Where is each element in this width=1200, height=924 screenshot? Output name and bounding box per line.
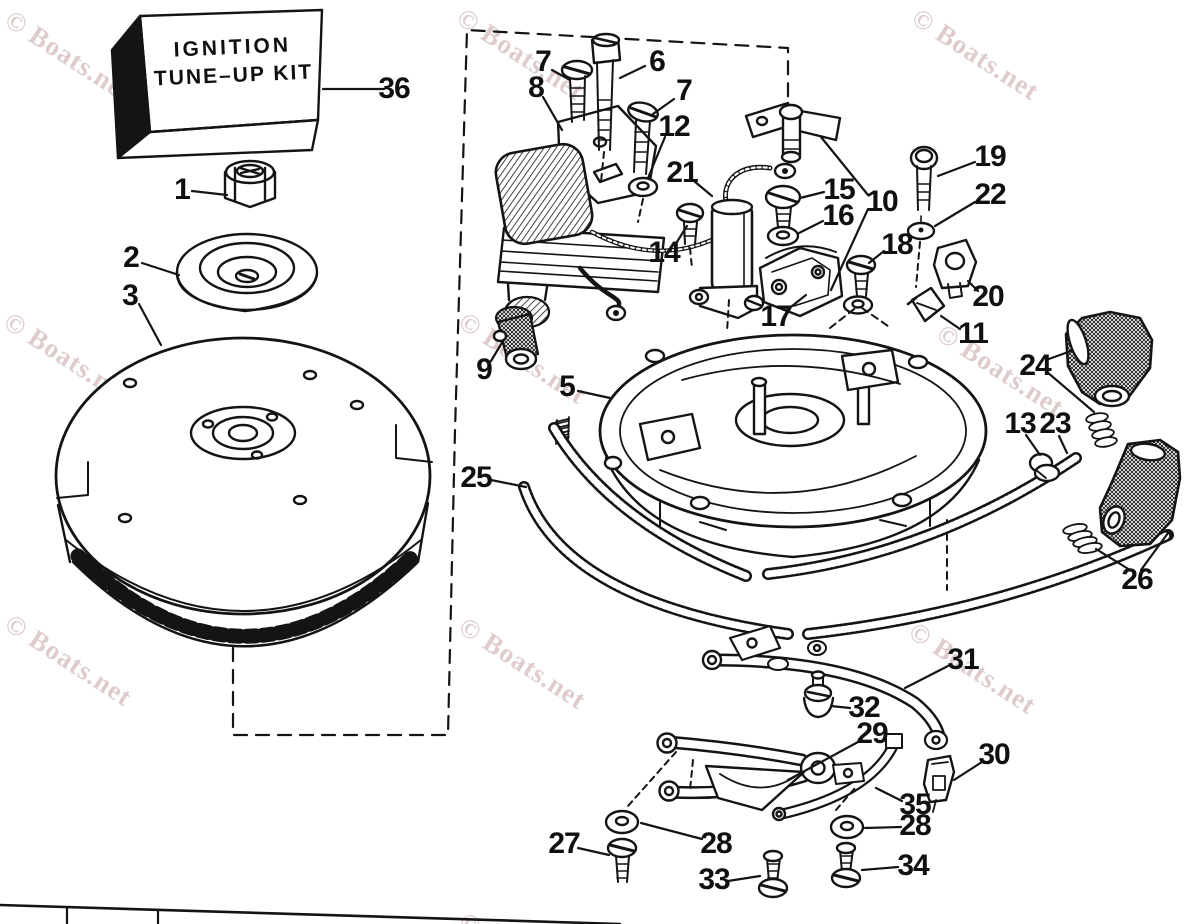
stator-plate-part5 xyxy=(555,333,988,559)
terminal-bracket-part10 xyxy=(744,101,842,164)
part-label-18: 18 xyxy=(881,228,913,261)
screw-part34 xyxy=(830,841,862,889)
wear-strip-part35 xyxy=(771,733,903,822)
part-label-7: 7 xyxy=(535,45,552,78)
part-label-3: 3 xyxy=(122,279,139,312)
part-label-19: 19 xyxy=(974,140,1006,173)
part-label-26: 26 xyxy=(1121,563,1153,596)
part-label-24: 24 xyxy=(1019,349,1051,382)
part-label-14: 14 xyxy=(648,236,680,269)
elbow-grommet-part26 xyxy=(1098,438,1182,548)
retaining-ring-part25 xyxy=(518,481,1174,640)
spring-part24 xyxy=(1085,412,1118,448)
breaker-points-part17 xyxy=(743,245,844,318)
ignition-kit-box-text: IGNITION TUNE–UP KIT xyxy=(142,32,324,92)
washer-part12 xyxy=(627,176,659,198)
screw-part14 xyxy=(675,202,705,245)
part-label-31: 31 xyxy=(947,643,979,676)
part-label-16: 16 xyxy=(822,199,854,232)
spring-part26 xyxy=(1062,523,1103,554)
bottom-border-line xyxy=(0,903,622,924)
dash-under-condenser xyxy=(726,299,730,333)
part-label-1: 1 xyxy=(174,173,191,206)
washer-part22 xyxy=(906,215,936,241)
screw-part18 xyxy=(845,254,877,297)
retainer-arm-part31 xyxy=(701,624,949,751)
part-label-30: 30 xyxy=(978,738,1010,771)
ignition-kit-box xyxy=(110,8,324,160)
bolt-part19 xyxy=(909,145,939,211)
part-label-8: 8 xyxy=(528,71,545,104)
screw-part7-left xyxy=(560,59,594,123)
part-label-13: 13 xyxy=(1004,407,1036,440)
dash-under-bolt6 xyxy=(600,151,644,223)
screw-part7-right xyxy=(627,101,659,175)
retaining-ring-part23 xyxy=(548,422,1082,582)
dash-near-part11 xyxy=(829,305,889,329)
part-label-10: 10 xyxy=(866,185,898,218)
cam-follower-part29 xyxy=(656,732,837,812)
part-label-2: 2 xyxy=(123,241,140,274)
bolt-part6 xyxy=(590,32,622,151)
part-label-29: 29 xyxy=(856,717,888,750)
screw-part33 xyxy=(757,849,789,899)
part-label-12: 12 xyxy=(658,110,690,143)
flywheel xyxy=(54,336,433,648)
dashed-kit-outline xyxy=(231,28,790,737)
screw-part27 xyxy=(606,837,638,883)
shoulder-screw-part32 xyxy=(802,670,835,719)
part-label-28: 28 xyxy=(899,809,931,842)
washer-part2 xyxy=(175,232,319,313)
part-label-21: 21 xyxy=(666,156,698,189)
hex-nut-part1 xyxy=(223,159,277,209)
washer-part16 xyxy=(766,225,800,247)
part-label-17: 17 xyxy=(760,300,792,333)
callout-leader-lines xyxy=(137,64,1170,883)
part-label-34: 34 xyxy=(897,849,929,882)
clip-part30 xyxy=(922,754,956,813)
part-label-23: 23 xyxy=(1039,407,1071,440)
sleeve-part13 xyxy=(1028,452,1061,483)
coil-assembly-part8 xyxy=(494,104,736,445)
dash-linkage-right xyxy=(835,787,856,811)
dash-linkage-left xyxy=(627,751,694,807)
part-label-35: 35 xyxy=(899,788,931,821)
part-label-15: 15 xyxy=(823,173,855,206)
part-label-25: 25 xyxy=(460,461,492,494)
oiler-wick-part9 xyxy=(492,305,540,371)
washer-part28-right xyxy=(829,814,865,840)
part-label-6: 6 xyxy=(649,45,666,78)
part-label-27: 27 xyxy=(548,827,580,860)
part-label-7: 7 xyxy=(676,74,693,107)
mount-part11 xyxy=(906,286,946,323)
elbow-grommet-part24 xyxy=(1064,310,1154,408)
retainer-part20 xyxy=(932,238,978,299)
washer-part28-left xyxy=(604,809,640,835)
part-label-36: 36 xyxy=(378,72,410,105)
part-label-32: 32 xyxy=(848,691,880,724)
part-label-9: 9 xyxy=(476,353,493,386)
dash-under-washer22 xyxy=(915,241,921,288)
part-label-28: 28 xyxy=(700,827,732,860)
screw-part15 xyxy=(764,184,802,228)
part-label-33: 33 xyxy=(698,863,730,896)
part-label-20: 20 xyxy=(972,280,1004,313)
dash-under-screw14 xyxy=(689,247,693,269)
part-label-5: 5 xyxy=(559,370,576,403)
part-label-11: 11 xyxy=(958,317,989,350)
part-label-22: 22 xyxy=(974,178,1006,211)
